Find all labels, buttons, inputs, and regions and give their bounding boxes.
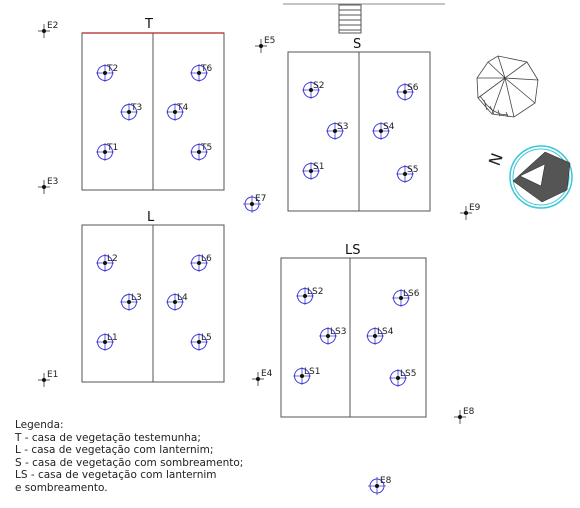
house-ls-title: LS [345,243,361,258]
sensor-label: L5 [201,333,212,343]
sensor-label: T4 [176,103,188,113]
sensor-label: L1 [107,333,118,343]
sensor-label: LS3 [330,327,346,337]
house-l: L [81,210,225,383]
sensor-label: T1 [106,143,118,153]
house-s-title: S [353,37,361,52]
sensor-l4: L4 [166,293,188,311]
house-s: S [287,37,431,212]
legend-line-s: S - casa de vegetação com sombreamento; [15,456,244,469]
sensor-l3: L3 [120,293,142,311]
sensor-ls5: LS5 [389,369,416,387]
sensor-label: L4 [177,293,188,303]
sensor-ls6: LS6 [392,289,420,307]
sensor-s6: S6 [396,83,419,101]
sensor-label: S5 [407,165,418,175]
sensor-label: S3 [337,122,348,132]
house-t: T [81,17,225,191]
external-point-e1: E1 [38,370,58,387]
external-point-e3: E3 [38,177,58,194]
external-point-label: E8 [463,407,475,417]
external-point-e2: E2 [38,21,58,38]
sensor-label: LS6 [403,289,420,299]
external-point-label: E3 [47,177,58,187]
sensor-s3: S3 [326,122,348,140]
sensor-label: LS4 [377,327,394,337]
sensor-t6: T6 [190,64,212,82]
external-point-label: E9 [469,203,481,213]
sensor-label: S6 [407,83,419,93]
house-ls: LS [280,243,427,418]
house-t-title: T [144,17,153,32]
legend: Legenda: T - casa de vegetação testemunh… [15,419,315,495]
sensor-label: L2 [107,254,118,264]
sensor-l1: L1 [96,333,118,351]
sensor-ls4: LS4 [366,327,394,345]
sensor-label: T6 [200,64,212,74]
sensor-label: S4 [383,122,395,132]
legend-line-ls: LS - casa de vegetação com lanternim [15,469,217,482]
external-point-e5: E5 [255,36,275,53]
external-point-e8: E8 [454,407,475,424]
sensor-l6: L6 [190,254,212,272]
sensor-t5: T5 [190,143,212,161]
turquoise-rosette-symbol [509,145,573,209]
sensor-label: LS5 [400,369,416,379]
sensor-label: LS1 [304,367,320,377]
sensor-ls1: LS1 [293,367,320,385]
sensor-label: T2 [106,64,118,74]
external-point-label: E5 [264,36,275,46]
external-point-label: E2 [47,21,58,31]
north-label: N [485,151,507,169]
sensor-s5: S5 [396,165,418,183]
sensor-s4: S4 [372,122,395,140]
external-point-label: E4 [261,369,273,379]
external-point-e8: E8 [368,476,392,495]
sensor-t3: T3 [120,103,142,121]
tree [476,55,539,118]
sensor-t4: T4 [166,103,188,121]
sensor-s1: S1 [302,162,324,180]
sensor-label: L6 [201,254,212,264]
external-point-e9: E9 [460,203,481,220]
external-point-label: E7 [255,194,266,204]
legend-heading: Legenda: [15,419,64,431]
sensor-label: L3 [131,293,142,303]
sensor-label: T3 [130,103,142,113]
sensor-label: LS2 [307,287,323,297]
sensor-ls3: LS3 [319,327,346,345]
sensor-l5: L5 [190,333,212,351]
sensor-label: T5 [200,143,212,153]
external-point-label: E8 [380,476,392,486]
legend-line-l: L - casa de vegetação com lanternim; [15,444,214,457]
sensor-label: S2 [313,81,324,91]
legend-line-t: T - casa de vegetação testemunha; [15,431,201,444]
sensor-s2: S2 [302,81,324,99]
sensor-t2: T2 [96,64,118,82]
stairs [338,4,362,34]
legend-line-ls-cont: e sombreamento. [15,481,108,494]
sensor-t1: T1 [96,143,118,161]
sensor-label: S1 [313,162,324,172]
external-point-e4: E4 [252,369,273,386]
house-l-title: L [147,210,155,225]
external-point-e7: E7 [243,194,266,213]
sensor-l2: L2 [96,254,118,272]
sensor-ls2: LS2 [296,287,323,305]
external-point-label: E1 [47,370,58,380]
